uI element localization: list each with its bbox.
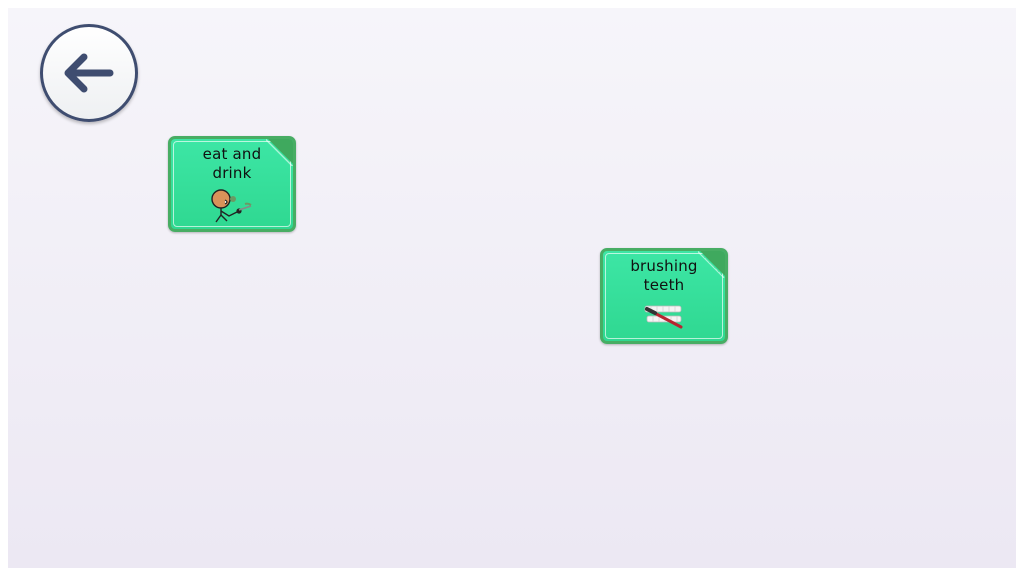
folder-tile-eat-and-drink[interactable]: eat and drink [168, 136, 296, 232]
tile-label: brushing teeth [630, 257, 698, 294]
toothbrush-teeth-icon [641, 300, 687, 336]
eating-figure-icon [209, 188, 255, 228]
board-canvas: eat and drink brushing teeth [8, 8, 1016, 568]
folder-tile-brushing-teeth[interactable]: brushing teeth [600, 248, 728, 344]
back-button[interactable] [40, 24, 138, 122]
arrow-left-icon [64, 53, 114, 93]
folder-corner-fold [698, 251, 725, 278]
folder-corner-fold [266, 139, 293, 166]
tile-inner-border [605, 253, 723, 339]
tile-inner-border [173, 141, 291, 227]
tile-label: eat and drink [202, 145, 262, 182]
